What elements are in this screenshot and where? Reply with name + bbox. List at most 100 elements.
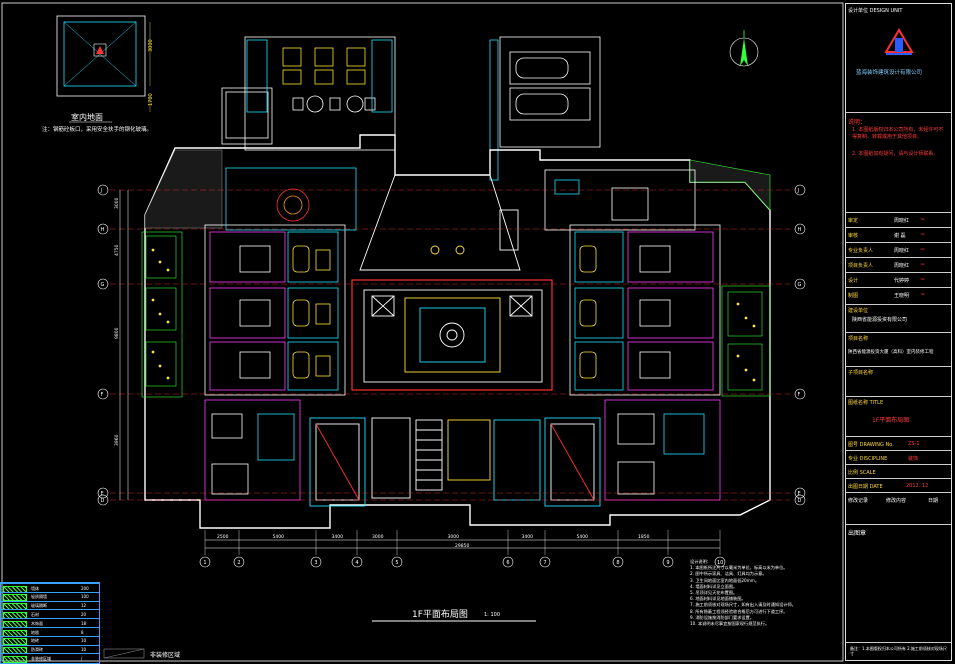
revision-col-3: 日期 <box>928 498 939 504</box>
grid-col-bubble <box>310 556 322 568</box>
dimension-label: 5400 <box>577 534 589 540</box>
grid-row-label: H <box>101 227 105 233</box>
dimension-label: 1850 <box>638 534 650 540</box>
grid-col-bubble <box>662 556 674 568</box>
note-line: 7. 施工前须核对现场尺寸，如有出入请及时通知设计师。 <box>690 602 796 608</box>
grid-row-bubble-right <box>794 388 806 400</box>
legend-value: 8 <box>81 629 84 635</box>
legend-value: 12 <box>81 603 87 609</box>
svg-text:3000: 3000 <box>148 39 154 52</box>
role-label: 制图 <box>848 293 859 299</box>
role-row: 项目负责人周晓红~ <box>846 257 951 272</box>
title-block-footer: 备注：1.本图版权归本公司所有 2.施工前须核对现场尺寸 <box>850 646 947 656</box>
signature-icon: ~ <box>920 291 926 298</box>
legend-name: 轻质隔墙 <box>31 594 47 600</box>
bottom-dimensions <box>205 539 720 549</box>
grid-col-bubble <box>714 556 726 568</box>
grid-row-label: J <box>797 188 799 194</box>
grid-col-label: 10 <box>717 560 723 566</box>
drawing-no-label: 图号 DRAWING No. <box>848 442 894 448</box>
discipline: 装饰 <box>908 456 919 462</box>
svg-text:1700: 1700 <box>148 93 154 106</box>
grid-col-bubble <box>502 556 514 568</box>
grid-row-label: E <box>101 491 104 497</box>
project-label: 项目名称 <box>848 336 869 342</box>
dimension-label: 3400 <box>522 534 534 540</box>
right-wing-rooms <box>544 169 721 501</box>
legend-name: 地毯 <box>31 629 39 635</box>
signature-icon: ~ <box>920 231 926 238</box>
left-dimension-label: 4750 <box>114 244 120 256</box>
left-dimensions <box>119 190 129 500</box>
date: 2012. 12 <box>906 483 929 489</box>
note-line: 3. 卫生间地面比室内地面低20mm。 <box>690 577 760 583</box>
company-name: 蓝海装饰建筑设计有限公司 <box>856 70 923 76</box>
grid-col-label: 9 <box>666 560 669 566</box>
note-line: 5. 吊顶详见天花布置图。 <box>690 590 738 596</box>
note-line: 6. 地面材料详见地面铺装图。 <box>690 596 746 602</box>
company-logo-icon <box>884 28 914 55</box>
grid-row-bubble-left <box>97 184 109 196</box>
signature-icon: ~ <box>920 216 926 223</box>
grid-col-label: 8 <box>616 560 619 566</box>
grid-col-label: 1 <box>203 560 206 566</box>
role-label: 审定 <box>848 218 859 224</box>
legend-value: 10 <box>81 647 87 653</box>
inset-detail: 3000 1700 室内地面 注：钢筋砼板口，采用安全扶手的钢化玻璃。 <box>42 15 154 133</box>
drawing-name: 1F平面布局图 <box>872 417 910 424</box>
scale-label: 比例 SCALE <box>848 470 876 476</box>
left-dimension-label: 3960 <box>114 434 120 446</box>
legend-name: 墙体 <box>31 585 39 591</box>
legend-name: 非装修区域 <box>31 655 51 661</box>
dimension-label: 3000 <box>372 534 384 540</box>
role-row: 设计代婷婷~ <box>846 272 951 287</box>
signature-icon: ~ <box>920 246 926 253</box>
grid-row-label: D <box>798 498 802 504</box>
grid-row-label: F <box>798 392 801 398</box>
drawing-no: ZS-1 <box>908 441 920 447</box>
client-label: 建设单位 <box>848 308 869 314</box>
role-row: 制图王晓明~ <box>846 287 951 302</box>
grid-row-bubble-right <box>794 487 806 499</box>
grid-row-label: H <box>798 227 802 233</box>
grid-row-bubble-right <box>794 494 806 506</box>
role-row: 专业负责人周晓红~ <box>846 242 951 257</box>
note-line: 10. 本说明未尽事宜按国家现行规范执行。 <box>690 621 770 627</box>
signature-icon: ~ <box>920 276 926 283</box>
general-notes: 设计说明： 1. 本图纸所注尺寸以毫米为单位，标高以米为单位。2. 图中所示家具… <box>690 559 838 627</box>
role-name: 周晓红 <box>894 248 910 254</box>
dimension-total-label: 29850 <box>455 543 469 549</box>
central-atrium <box>351 174 553 391</box>
grid-row-bubble-right <box>794 223 806 235</box>
note-line: 2. 图中所示家具、洁具、灯具均为示意。 <box>690 571 767 577</box>
note-line: 1. 本图纸所注尺寸以毫米为单位，标高以米为单位。 <box>690 565 788 571</box>
grid-row-bubble-left <box>97 278 109 290</box>
dimension-label: 3400 <box>332 534 344 540</box>
left-dimension-label: 3000 <box>114 197 120 209</box>
notes-lines: 1. 本图纸所注尺寸以毫米为单位，标高以米为单位。2. 图中所示家具、洁具、灯具… <box>690 565 838 627</box>
right-garden <box>689 159 771 397</box>
grid-row-label: E <box>798 491 801 497</box>
revision-col-1: 修改记录 <box>848 498 869 504</box>
note-line: 4. 墙面材料详见立面图。 <box>690 583 738 589</box>
grid-col-bubble <box>539 556 551 568</box>
note-2: 2. 本图纸如有疑问，请与设计师联系。 <box>852 151 939 157</box>
signature-icon: ~ <box>920 261 926 268</box>
date-label: 出图日期 DATE <box>848 484 883 490</box>
stamp-label: 出图章 <box>848 530 867 537</box>
grid-row-label: F <box>101 392 104 398</box>
drawing-frame <box>1 2 844 662</box>
drawing-title: 1F平面布局图 <box>412 608 468 620</box>
drawing-scale: 1: 100 <box>484 612 500 618</box>
grid-row-bubble-left <box>97 487 109 499</box>
legend-value: 100 <box>81 594 89 600</box>
role-name: 周晓红 <box>894 263 910 269</box>
grid-col-bubble <box>199 556 211 568</box>
grid-col-label: 4 <box>355 560 358 566</box>
grid-col-label: 7 <box>543 560 546 566</box>
role-name: 代婷婷 <box>894 278 910 284</box>
